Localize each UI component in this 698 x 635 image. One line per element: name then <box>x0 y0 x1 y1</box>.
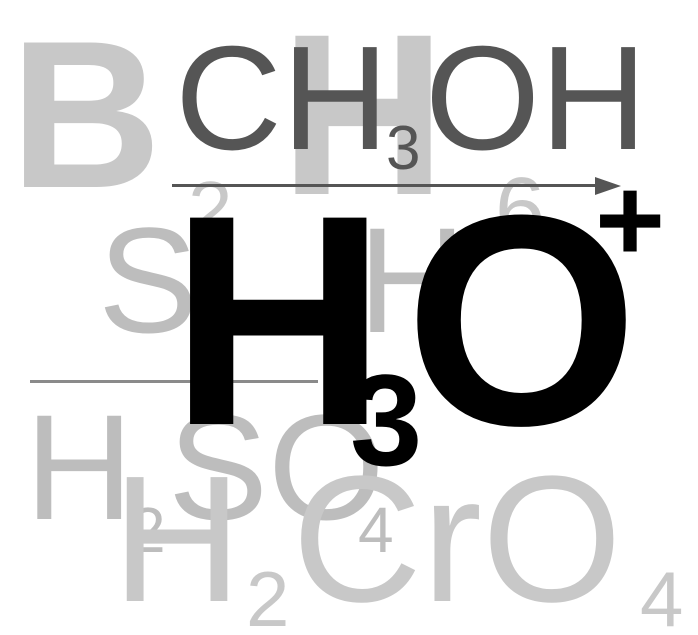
hydronium-charge: + <box>595 153 666 287</box>
methanol-subscript: 3 <box>386 114 421 183</box>
sulfuric-h: H <box>25 383 134 551</box>
divider-line <box>30 380 318 383</box>
background-letter-s: S <box>98 196 199 364</box>
methanol-ch: CH <box>175 16 389 181</box>
chromic-o-subscript: 4 <box>640 555 684 635</box>
background-letter-b: B <box>10 0 162 232</box>
sulfuric-o-subscript: 4 <box>358 494 394 566</box>
reaction-arrow-head <box>595 177 621 195</box>
hydronium-o: O <box>405 152 639 488</box>
background-h-subscript: 6 <box>495 160 546 260</box>
chromic-cro: CrO <box>292 439 622 635</box>
background-mid-h: H <box>358 196 467 364</box>
reaction-arrow-line <box>172 184 600 187</box>
chromic-h: H <box>112 439 242 635</box>
sulfuric-h-subscript: 2 <box>130 494 166 566</box>
chromic-h-subscript: 2 <box>246 555 290 635</box>
background-b-subscript: 2 <box>188 165 233 254</box>
methanol-oh: OH <box>425 16 647 181</box>
background-letter-h: H <box>280 0 447 243</box>
sulfuric-so: SO <box>168 383 385 551</box>
hydronium-subscript: 3 <box>350 347 423 493</box>
hydronium-h: H <box>170 152 387 488</box>
